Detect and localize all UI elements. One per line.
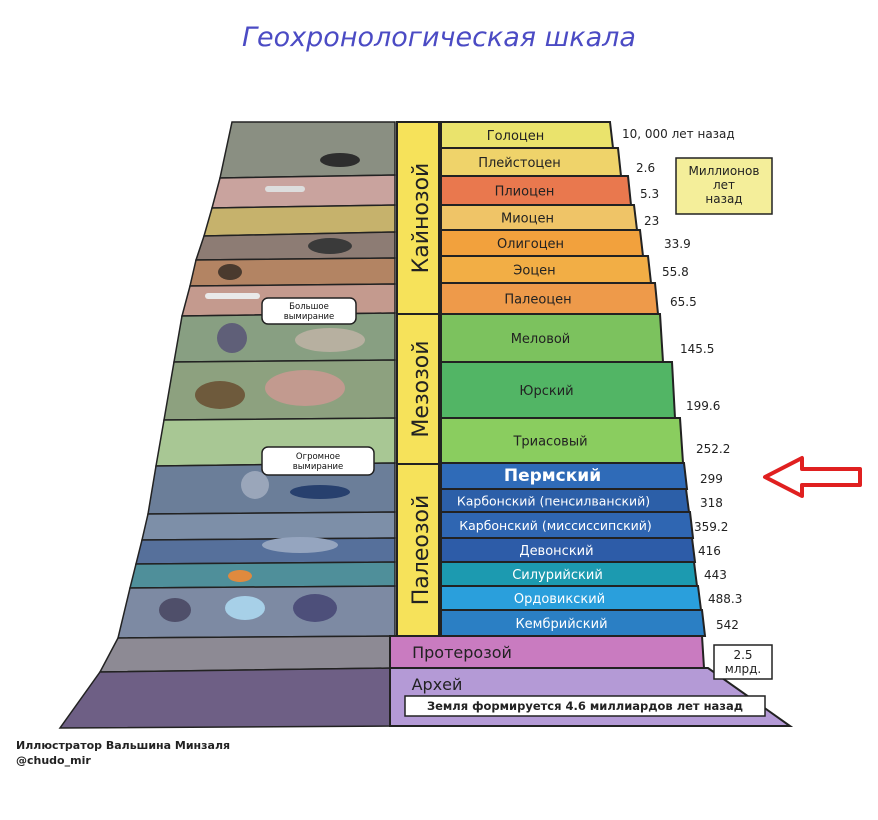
- era-columns: Кайнозой Мезозой Палеозой: [396, 121, 440, 637]
- archean-band: Архей Земля формируется 4.6 миллиардов л…: [389, 667, 794, 727]
- era-label: Мезозой: [409, 340, 434, 437]
- period-date: 33.9: [664, 237, 691, 251]
- period-date: 2.6: [636, 161, 655, 175]
- period-bands: ГолоценПлейстоценПлиоценМиоценОлигоценЭо…: [440, 121, 707, 637]
- credit-handle: @chudo_mir: [16, 754, 91, 767]
- period-name: Кембрийский: [515, 617, 607, 632]
- svg-text:Земля формируется 4.6 миллиард: Земля формируется 4.6 миллиардов лет наз…: [427, 699, 743, 713]
- era-label: Палеозой: [409, 495, 434, 606]
- period-date: 416: [698, 544, 721, 558]
- svg-text:Протерозой: Протерозой: [412, 643, 512, 662]
- svg-text:вымирание: вымирание: [284, 312, 335, 322]
- credit: Иллюстратор Вальшина Минзаля @chudo_mir: [16, 738, 230, 768]
- million-years-box: Миллионов лет назад: [675, 157, 773, 215]
- svg-text:млрд.: млрд.: [725, 662, 761, 676]
- period-name: Миоцен: [501, 212, 554, 227]
- period-date: 299: [700, 472, 723, 486]
- credit-author: Иллюстратор Вальшина Минзаля: [16, 739, 231, 752]
- period-date: 199.6: [686, 399, 720, 413]
- period-date: 5.3: [640, 187, 659, 201]
- period-name: Пермский: [504, 466, 601, 486]
- period-date: 542: [716, 618, 739, 632]
- fossil-layers: [58, 121, 396, 729]
- period-name: Эоцен: [513, 264, 555, 279]
- period-name: Карбонский (миссиссипский): [459, 518, 652, 533]
- extinction-label-huge: Огромное вымирание: [261, 446, 375, 476]
- period-name: Силурийский: [512, 568, 603, 583]
- svg-text:Огромное: Огромное: [296, 452, 340, 462]
- page-title: Геохронологическая шкала: [242, 22, 636, 53]
- period-band: [440, 609, 707, 637]
- period-date: 252.2: [696, 442, 730, 456]
- date-labels: 10, 000 лет назад 2.6 5.3 23 33.9 55.8 65.5 145…: [622, 127, 742, 632]
- period-date: 359.2: [694, 520, 728, 534]
- period-name: Плейстоцен: [478, 156, 561, 171]
- era-label: Кайнозой: [409, 163, 434, 274]
- period-date: 443: [704, 568, 727, 582]
- period-name: Юрский: [519, 384, 573, 399]
- period-name: Девонский: [519, 544, 593, 559]
- period-date: 65.5: [670, 295, 697, 309]
- period-name: Ордовикский: [514, 592, 605, 607]
- period-date: 55.8: [662, 265, 689, 279]
- period-name: Плиоцен: [495, 185, 555, 200]
- svg-text:Большое: Большое: [289, 302, 329, 312]
- svg-text:Архей: Архей: [412, 675, 463, 694]
- period-date: 488.3: [708, 592, 742, 606]
- proterozoic-date-box: 2.5 млрд.: [713, 644, 773, 680]
- extinction-label-big: Большое вымирание: [261, 297, 357, 325]
- period-name: Карбонский (пенсилванский): [457, 494, 650, 509]
- svg-text:2.5: 2.5: [733, 648, 752, 662]
- period-date: 145.5: [680, 342, 714, 356]
- period-name: Олигоцен: [497, 237, 564, 252]
- svg-text:Миллионов: Миллионов: [689, 164, 760, 178]
- red-arrow-icon: [763, 456, 862, 498]
- period-name: Палеоцен: [504, 293, 571, 308]
- period-date: 10, 000 лет назад: [622, 127, 735, 141]
- period-name: Триасовый: [512, 435, 587, 450]
- svg-text:вымирание: вымирание: [293, 462, 344, 472]
- period-date: 23: [644, 214, 659, 228]
- period-date: 318: [700, 496, 723, 510]
- svg-text:назад: назад: [705, 192, 742, 206]
- svg-text:лет: лет: [713, 178, 735, 192]
- period-name: Меловой: [511, 332, 571, 347]
- proterozoic-band: Протерозой: [389, 635, 706, 669]
- period-name: Голоцен: [487, 129, 545, 144]
